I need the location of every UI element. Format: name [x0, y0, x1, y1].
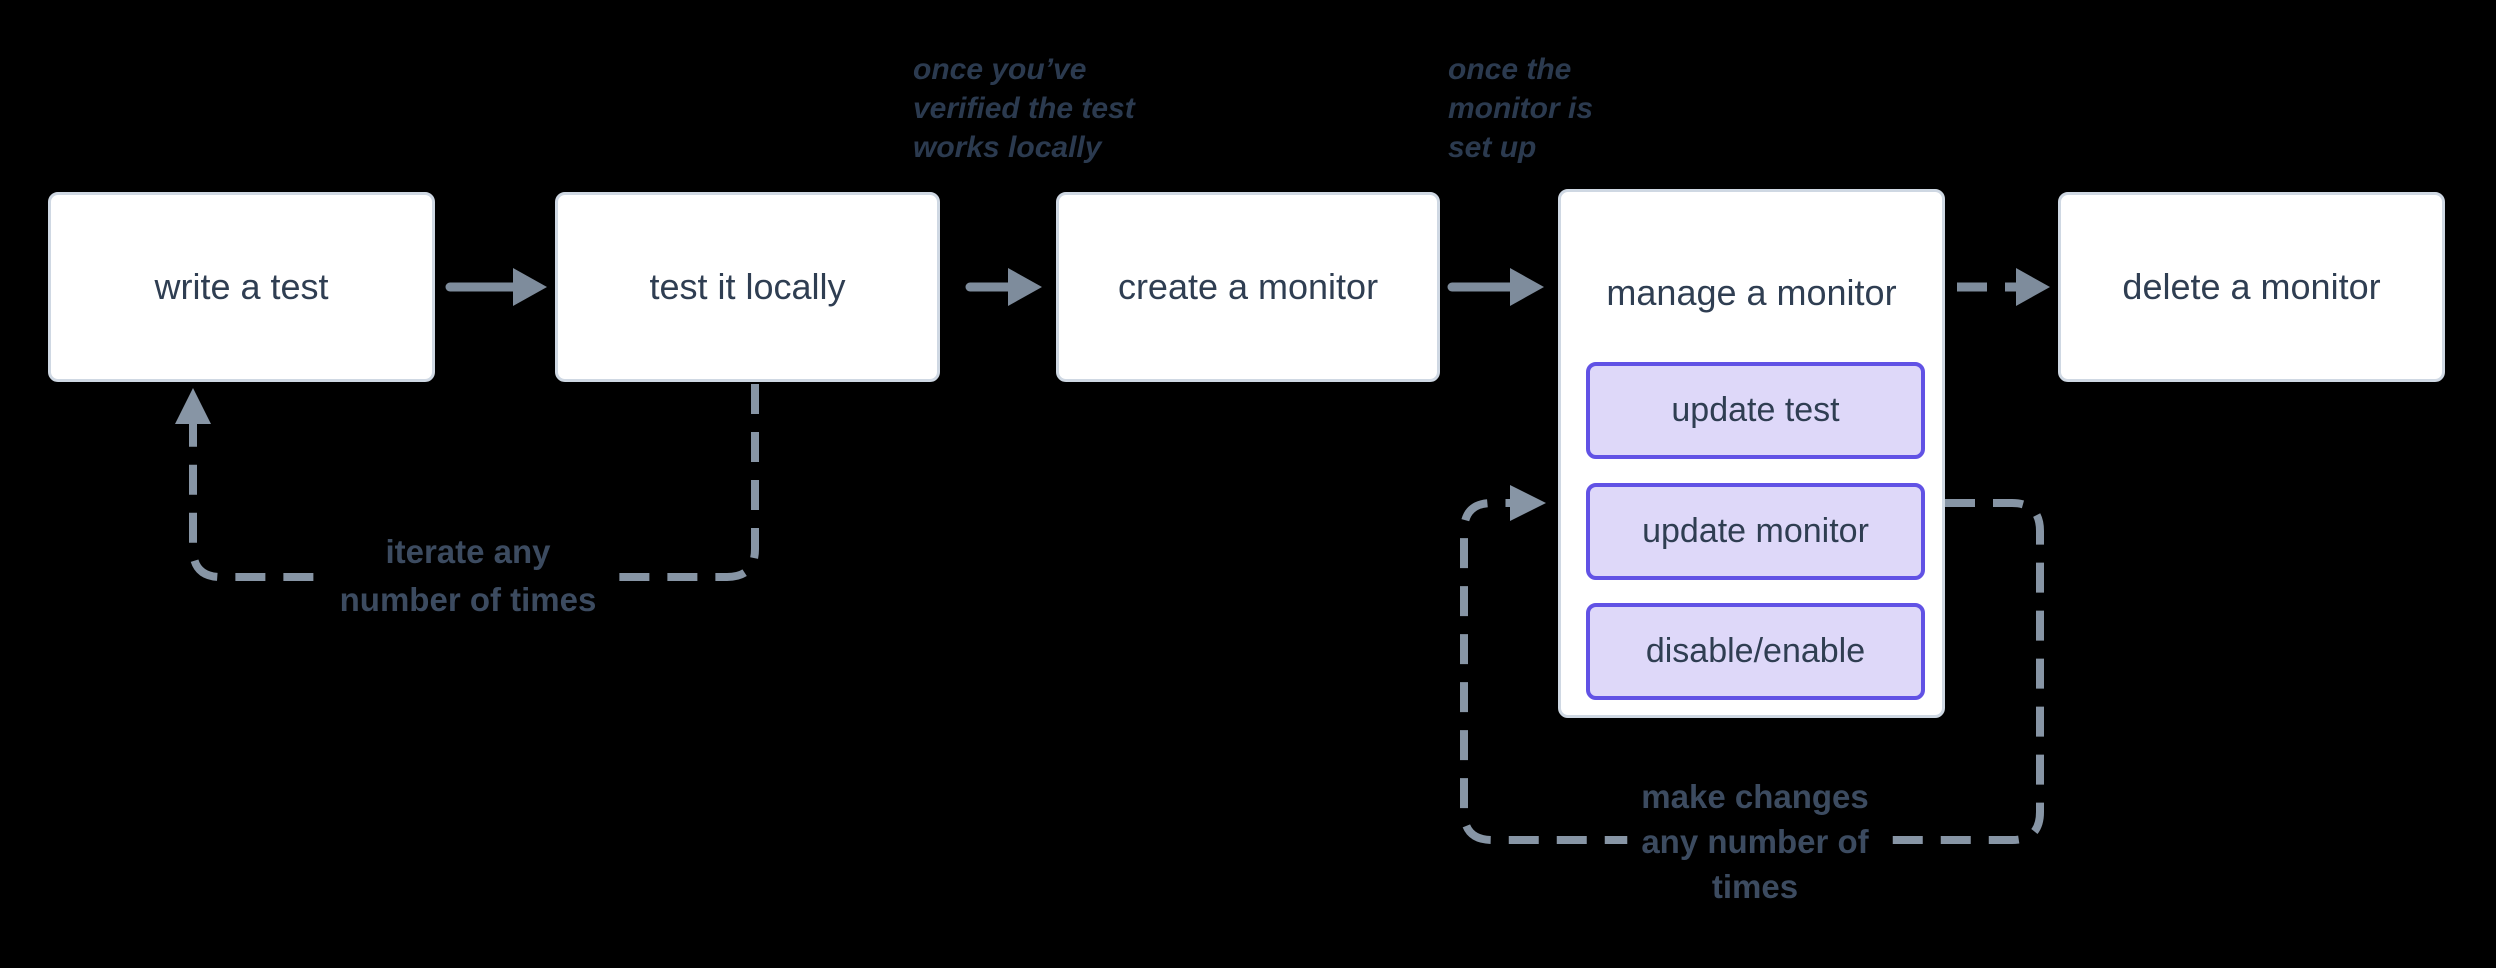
arrow-testlocal-to-create — [965, 268, 1042, 306]
subaction-update-monitor-label: update monitor — [1642, 512, 1869, 550]
subaction-update-monitor: update monitor — [1586, 483, 1925, 580]
annotation-monitor-set-up-line2: monitor is — [1448, 92, 1594, 125]
loop-label-iterate: iterate any number of times — [325, 528, 611, 624]
node-test-it-locally-label: test it locally — [649, 266, 846, 307]
annotation-monitor-set-up-line3: set up — [1448, 131, 1537, 164]
loop-label-make-changes-line2: any number of — [1641, 823, 1869, 860]
loop-label-make-changes: make changes any number of times — [1627, 774, 1883, 909]
loop-label-iterate-line1: iterate any — [385, 533, 551, 570]
subaction-disable-enable-label: disable/enable — [1645, 632, 1866, 670]
node-write-a-test: write a test — [48, 192, 435, 382]
loop-label-iterate-line2: number of times — [339, 581, 597, 618]
loop-label-make-changes-line3: times — [1711, 868, 1799, 905]
arrow-manage-to-delete-dashed — [1957, 268, 2050, 306]
subaction-disable-enable: disable/enable — [1586, 603, 1925, 700]
subaction-update-test-label: update test — [1671, 391, 1840, 429]
subaction-update-test: update test — [1586, 362, 1925, 459]
annotation-verified-locally: once you’ve verified the test works loca… — [913, 50, 1135, 167]
arrow-write-to-testlocal — [445, 268, 547, 306]
annotation-verified-locally-line2: verified the test — [913, 92, 1135, 125]
node-manage-a-monitor-label: manage a monitor — [1606, 272, 1897, 313]
loop-label-make-changes-line1: make changes — [1641, 778, 1869, 815]
annotation-monitor-set-up: once the monitor is set up — [1448, 50, 1593, 167]
node-delete-a-monitor: delete a monitor — [2058, 192, 2445, 382]
node-create-a-monitor: create a monitor — [1056, 192, 1440, 382]
node-delete-a-monitor-label: delete a monitor — [2122, 266, 2381, 307]
node-test-it-locally: test it locally — [555, 192, 940, 382]
annotation-verified-locally-line3: works locally — [913, 131, 1102, 164]
annotation-verified-locally-line1: once you’ve — [913, 53, 1087, 86]
annotation-monitor-set-up-line1: once the — [1448, 53, 1572, 86]
node-create-a-monitor-label: create a monitor — [1117, 266, 1379, 307]
arrow-create-to-manage — [1447, 268, 1544, 306]
node-write-a-test-label: write a test — [154, 266, 329, 307]
node-manage-a-monitor: manage a monitor update test update moni… — [1558, 189, 1945, 718]
